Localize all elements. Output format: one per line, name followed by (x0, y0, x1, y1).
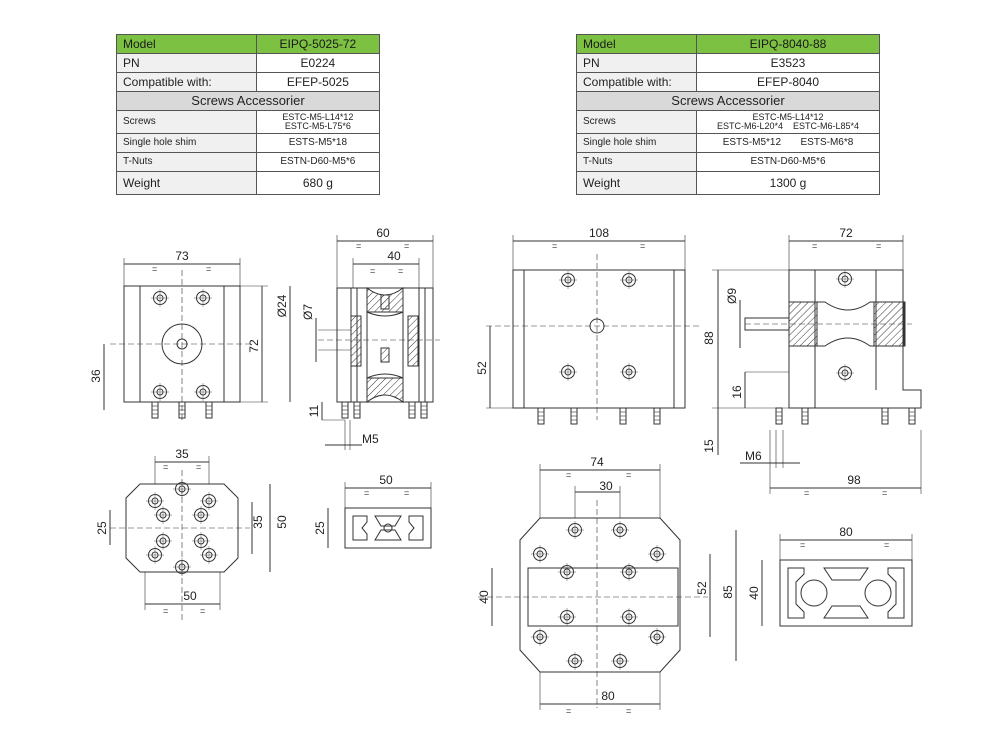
pn-value: E3523 (696, 53, 880, 73)
screws-value-2: ESTC-M6-L20*4 (716, 121, 783, 131)
eq-mark: = (876, 241, 881, 251)
pn-label: PN (575, 53, 698, 73)
dim-small-bottom-height-b: 35 (251, 515, 265, 529)
dim-large-profile-width: 80 (839, 525, 853, 539)
dim-small-front-center: 36 (89, 369, 103, 383)
dim-large-side-height: 88 (702, 331, 716, 345)
dim-large-bottom-pitch: 30 (599, 479, 613, 493)
weight-label: Weight (116, 171, 257, 195)
dim-small-bottom-height-c: 50 (275, 515, 289, 529)
small-bottom-view (109, 456, 271, 620)
eq-mark: = (370, 266, 375, 276)
eq-mark: = (356, 241, 361, 251)
tnuts-label: T-Nuts (116, 152, 257, 172)
eq-mark: = (566, 706, 571, 716)
weight-value: 680 g (255, 171, 381, 195)
model-label: Model (575, 34, 698, 54)
large-side-view (712, 235, 922, 494)
model-value: EIPQ-5025-72 (255, 34, 381, 54)
screws-value-2: ESTC-M5-L75*6 (284, 121, 351, 131)
dim-small-profile-width: 50 (379, 473, 393, 487)
eq-mark: = (163, 462, 168, 472)
eq-mark: = (800, 540, 805, 550)
dim-small-thread: M5 (362, 432, 379, 446)
eq-mark: = (626, 706, 631, 716)
eq-mark: = (640, 241, 645, 251)
eq-mark: = (804, 488, 809, 498)
dim-large-foot-b: 15 (702, 439, 716, 453)
small-side-view (289, 235, 440, 450)
dim-small-bore: Ø24 (275, 294, 289, 317)
pn-label: PN (116, 53, 257, 73)
dim-large-bottom-height-c: 85 (721, 585, 735, 599)
dim-large-thread: M6 (745, 449, 762, 463)
eq-mark: = (206, 264, 211, 274)
dim-small-hole: Ø7 (301, 304, 315, 320)
small-profile (327, 482, 432, 549)
eq-mark: = (364, 488, 369, 498)
screws-value-1: ESTC-M5-L14*12 (282, 112, 354, 122)
dim-large-bottom-height-a: 40 (477, 590, 491, 604)
large-bottom-view (478, 464, 737, 710)
dim-small-foot: 11 (307, 404, 321, 417)
eq-mark: = (152, 264, 157, 274)
weight-value: 1300 g (696, 171, 880, 195)
dim-small-side-width: 60 (376, 226, 390, 240)
dim-large-foot-a: 16 (730, 385, 744, 399)
dim-large-bottom-pitch-b: 80 (601, 689, 615, 703)
eq-mark: = (552, 241, 557, 251)
eq-mark: = (882, 488, 887, 498)
dim-small-side-inner: 40 (387, 249, 401, 263)
dim-large-front-center: 52 (475, 361, 489, 375)
eq-mark: = (812, 241, 817, 251)
eq-mark: = (566, 470, 571, 480)
dim-small-profile-height: 25 (313, 521, 327, 535)
eq-mark: = (404, 488, 409, 498)
eq-mark: = (404, 241, 409, 251)
section-title: Screws Accessorier (576, 91, 880, 111)
weight-label: Weight (575, 171, 698, 195)
eq-mark: = (163, 606, 168, 616)
large-front-view (486, 235, 700, 425)
shim-value-2: ESTS-M6*8 (800, 137, 854, 148)
eq-mark: = (626, 470, 631, 480)
eq-mark: = (398, 266, 403, 276)
dim-small-bottom-height-a: 25 (95, 521, 109, 535)
compat-value: EFEP-5025 (255, 72, 381, 92)
tnuts-value: ESTN-D60-M5*6 (255, 152, 381, 172)
dim-large-profile-height: 40 (747, 586, 761, 600)
dim-large-bottom-height-b: 52 (695, 581, 709, 595)
shim-label: Single hole shim (575, 133, 698, 153)
dim-large-side-length: 98 (847, 473, 861, 487)
screws-label: Screws (575, 110, 698, 134)
dim-small-bottom-width: 50 (183, 589, 197, 603)
dim-large-side-width: 72 (839, 226, 853, 240)
eq-mark: = (200, 606, 205, 616)
compat-label: Compatible with: (116, 72, 257, 92)
section-title: Screws Accessorier (116, 91, 380, 111)
dim-small-front-height: 72 (247, 339, 261, 353)
large-profile (761, 534, 913, 627)
dim-large-hole: Ø9 (725, 288, 739, 304)
small-front-view (103, 258, 268, 420)
eq-mark: = (196, 462, 201, 472)
screws-value-1: ESTC-M5-L14*12 (752, 112, 824, 122)
compat-label: Compatible with: (575, 72, 698, 92)
dim-large-bottom-width: 74 (590, 455, 604, 469)
dim-small-bottom-pitch: 35 (175, 447, 189, 461)
model-label: Model (116, 34, 257, 54)
model-value: EIPQ-8040-88 (696, 34, 880, 54)
eq-mark: = (884, 540, 889, 550)
shim-value-1: ESTS-M5*12 (722, 137, 782, 148)
screws-value-3: ESTC-M6-L85*4 (793, 121, 860, 131)
dim-small-front-width: 73 (175, 249, 189, 263)
dim-large-front-width: 108 (589, 226, 609, 240)
